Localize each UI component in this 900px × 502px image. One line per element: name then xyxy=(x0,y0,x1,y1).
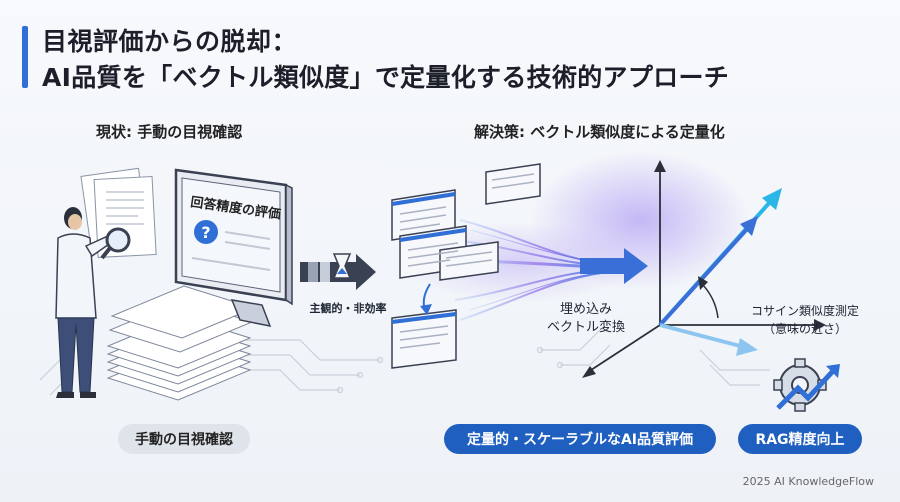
embedding-flow-arrow xyxy=(580,248,648,284)
cosine-label-line2: （意味の近さ） xyxy=(762,322,847,336)
embedding-label-line2: ベクトル変換 xyxy=(546,320,625,335)
manual-check-pill: 手動の目視確認 xyxy=(118,424,250,454)
cosine-label-line1: コサイン類似度測定 xyxy=(750,304,859,318)
person-with-magnifier-icon xyxy=(55,207,131,398)
embedding-label-line1: 埋め込み xyxy=(559,302,612,317)
page-title-line1: 目視評価からの脱却： xyxy=(42,27,298,56)
paper-pile-icon xyxy=(106,285,256,401)
page-title-line2: AI品質を「ベクトル類似度」で定量化する技術的アプローチ xyxy=(42,63,730,92)
subjective-label: 主観的・非効率 xyxy=(309,302,387,315)
similarity-vectors xyxy=(658,188,782,356)
cosine-angle-arc xyxy=(699,281,719,319)
vector-space-axes xyxy=(587,166,820,373)
subjective-transition-arrow xyxy=(300,253,376,290)
title-accent-bar xyxy=(22,26,28,88)
footer-credit: 2025 AI KnowledgeFlow xyxy=(742,475,874,488)
quantitative-eval-pill: 定量的・スケーラブルなAI品質評価 xyxy=(444,424,716,454)
monitor-icon: ? 回答精度の評価 xyxy=(174,168,293,328)
monitor-question-symbol: ? xyxy=(201,223,210,242)
right-section-heading: 解決策: ベクトル類似度による定量化 xyxy=(474,123,725,141)
left-section-heading: 現状: 手動の目視確認 xyxy=(96,123,243,141)
circuit-traces-right xyxy=(536,329,770,386)
rag-accuracy-pill: RAG精度向上 xyxy=(738,424,862,454)
rag-gear-icon xyxy=(773,358,840,412)
